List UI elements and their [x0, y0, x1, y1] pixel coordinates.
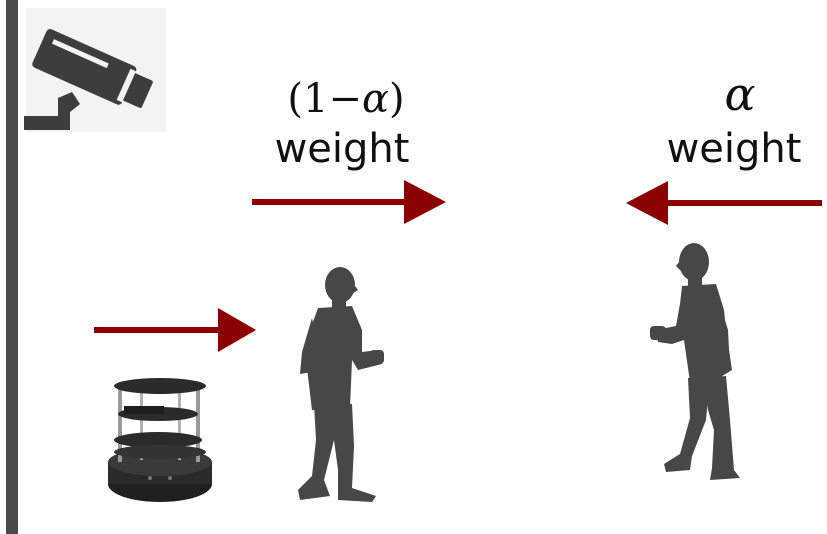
arrow-right-bottom	[94, 308, 256, 352]
right-weight-label: α weight	[667, 67, 802, 172]
person-right-silhouette-icon	[650, 243, 740, 480]
left-weight-expression: (1−α)	[287, 76, 404, 122]
wall-bar	[6, 0, 18, 534]
person-left-silhouette-icon	[298, 267, 384, 502]
arrow-left-top	[626, 181, 822, 225]
right-weight-word: weight	[667, 126, 802, 172]
left-weight-label: (1−α) weight	[275, 76, 410, 172]
turtlebot-robot-icon	[108, 378, 212, 502]
security-camera-icon	[24, 8, 166, 132]
right-weight-expression: α	[724, 67, 755, 121]
arrow-right-top	[252, 180, 446, 224]
left-weight-word: weight	[275, 126, 410, 172]
